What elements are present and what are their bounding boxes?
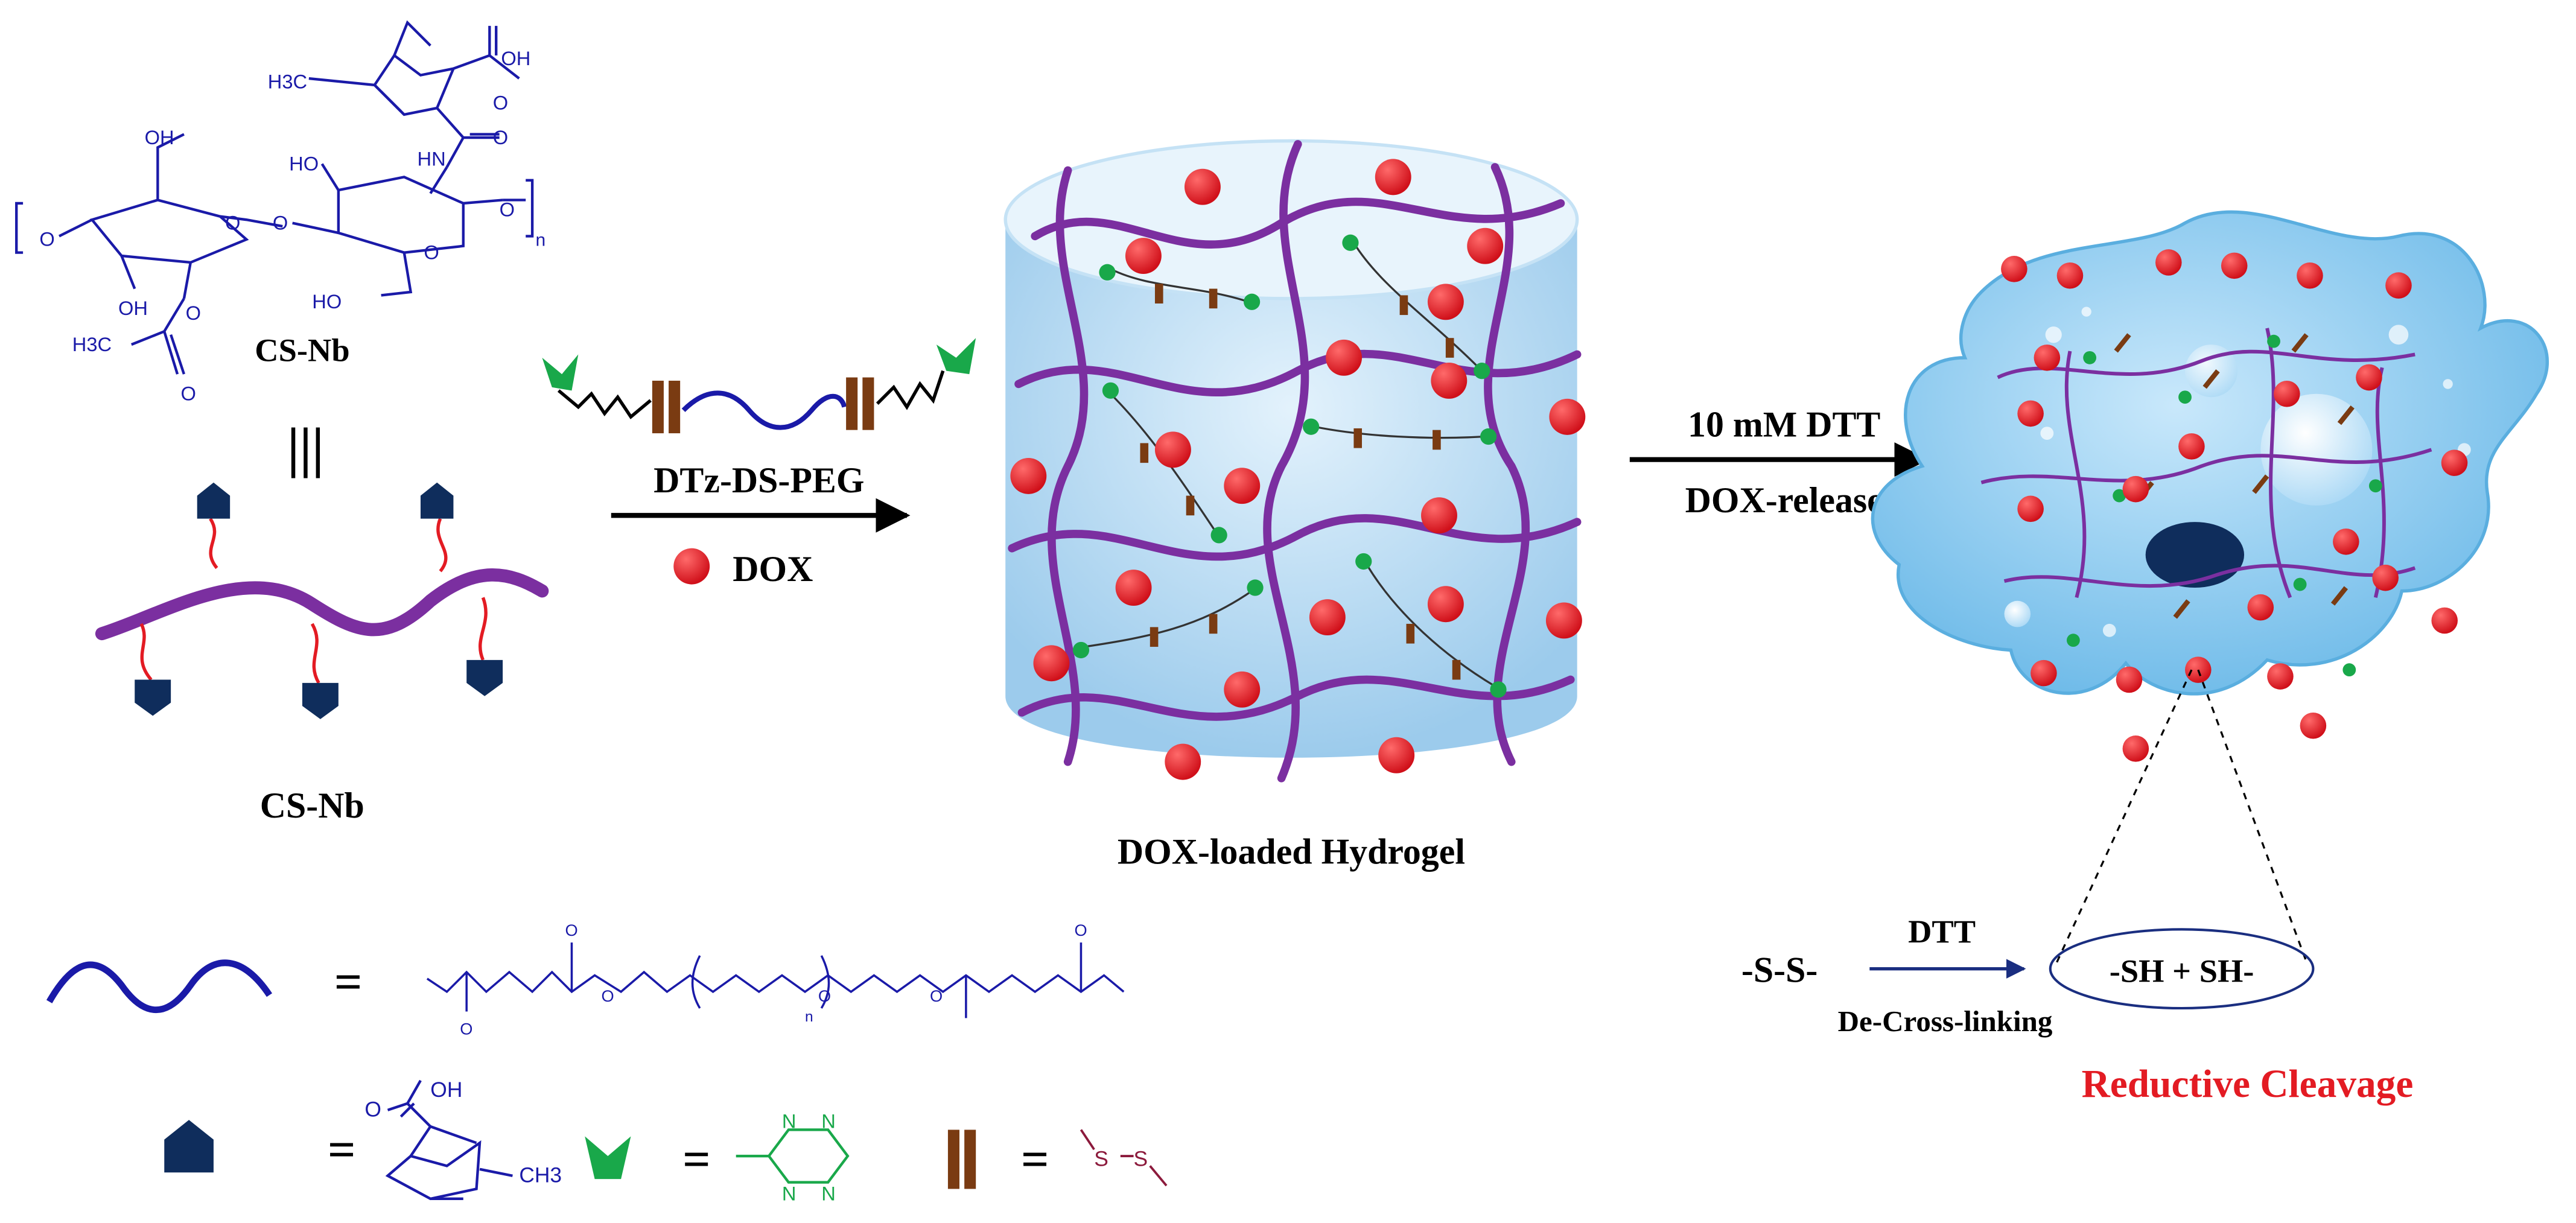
chemical-structure-name: CS-Nb xyxy=(255,331,349,368)
legend: = O O O O O O n = OH O xyxy=(46,921,1168,1205)
chitosan-backbone xyxy=(95,568,549,641)
peg-o-label: O xyxy=(1075,921,1087,939)
acetyl-o-label: O xyxy=(180,383,196,405)
disulfide-label: -S-S- xyxy=(1741,950,1818,990)
reductive-cleavage-title: Reductive Cleavage xyxy=(2082,1063,2414,1106)
released-dox-particles xyxy=(2001,249,2468,762)
cs-nb-cartoon xyxy=(95,482,549,719)
tetrazine-n-label: N xyxy=(821,1183,836,1205)
legend-equals-tetrazine: = xyxy=(682,1132,711,1187)
dtt-reagent-label: DTT xyxy=(1908,913,1976,950)
cell-vacuole xyxy=(2260,393,2373,506)
hydrogel-cylinder xyxy=(1003,139,1586,783)
cs-nb-atom-labels: H3C OH O HN O OH HO OH HO H3C O O O O O … xyxy=(39,47,545,404)
chain-o-right-label: O xyxy=(500,199,515,221)
dox-label: DOX xyxy=(733,549,813,589)
acetyl-methyl-label: H3C xyxy=(72,333,112,355)
chain-o-left-label: O xyxy=(39,228,54,250)
norbornene-icon xyxy=(466,659,503,696)
tetrazine-icon xyxy=(542,354,579,391)
tetrazine-n-label: N xyxy=(782,1183,797,1205)
peg-o-label: O xyxy=(460,1020,472,1038)
hydroxyl-bottom-label: HO xyxy=(312,290,342,313)
norbornene-icon xyxy=(135,679,171,716)
disulfide-structure xyxy=(1080,1129,1168,1187)
thiol-product-ellipse xyxy=(2049,928,2315,1010)
legend-equals-peg: = xyxy=(334,955,363,1009)
tetrazine-n-label: N xyxy=(782,1110,797,1132)
norbornene-icon xyxy=(302,682,339,719)
dox-release-label: DOX-release xyxy=(1685,480,1883,520)
hydroxyl-ring1-label: OH xyxy=(118,297,148,319)
legend-equals-norbornene: = xyxy=(328,1122,356,1177)
norbornene-legend-icon xyxy=(164,1120,214,1173)
tumor-cell xyxy=(1871,210,2549,762)
norbornene-methyl-label: CH3 xyxy=(519,1164,562,1187)
amide-o-label: O xyxy=(493,126,508,148)
legend-equals-disulfide: = xyxy=(1021,1132,1049,1187)
norbornene-icon xyxy=(197,482,231,519)
methyl-label: H3C xyxy=(268,70,307,92)
disulfide-s-label: S xyxy=(1094,1147,1108,1171)
peg-n-label: n xyxy=(805,1009,813,1025)
peg-structure xyxy=(426,970,1125,994)
tetrazine-n-label: N xyxy=(821,1110,836,1132)
zoom-line-left xyxy=(2056,669,2193,963)
dtt-concentration-label: 10 mM DTT xyxy=(1688,405,1880,445)
peg-o-label: O xyxy=(930,986,943,1005)
tetrazine-icon xyxy=(936,338,976,375)
repeat-n-label: n xyxy=(536,230,546,250)
crosslinker-label: DTz-DS-PEG xyxy=(654,460,864,500)
zoom-line-right xyxy=(2197,669,2308,963)
gel-body xyxy=(1005,220,1577,758)
norbornene-acid-label: OH xyxy=(430,1078,462,1102)
peg-o-label: O xyxy=(818,986,831,1005)
tetrazine-structure xyxy=(736,1128,850,1184)
tetrazine-legend-icon xyxy=(585,1136,631,1180)
crosslinker-cartoon xyxy=(542,338,976,434)
hydroxyl-left-label: HO xyxy=(289,152,319,174)
peg-o-label: O xyxy=(601,986,614,1005)
cartoon-label: CS-Nb xyxy=(260,786,364,825)
ring2-o-label: O xyxy=(424,241,439,264)
glycosidic-o-label: O xyxy=(273,212,288,234)
hydroxyl-top-label: OH xyxy=(145,126,174,148)
peg-o-label: O xyxy=(565,921,578,939)
identity-symbol: ||| xyxy=(287,418,324,479)
dox-legend-dot xyxy=(673,548,710,585)
hydrogel-label: DOX-loaded Hydrogel xyxy=(1118,831,1465,871)
ring1-o-label: O xyxy=(225,212,240,234)
amide-label: HN xyxy=(418,147,446,170)
decrosslinking-label: De-Cross-linking xyxy=(1838,1005,2053,1038)
norbornene-o-label: O xyxy=(364,1098,381,1122)
disulfide-legend-icon xyxy=(947,1129,959,1189)
thiol-product-label: -SH + SH- xyxy=(2110,952,2254,989)
ester-o-label: O xyxy=(186,302,201,324)
cs-nb-chemical-structure xyxy=(15,20,534,375)
disulfide-s-label: S xyxy=(1134,1147,1148,1171)
norbornene-icon xyxy=(420,482,454,519)
cell-nucleus xyxy=(2145,522,2245,588)
peg-symbol xyxy=(46,959,273,1014)
dox-drug-particles xyxy=(1010,159,1586,780)
acid-o-label: O xyxy=(493,92,508,114)
acid-oh-label: OH xyxy=(501,47,530,69)
norbornene-structure xyxy=(385,1079,513,1201)
polymer-network xyxy=(1008,140,1582,783)
